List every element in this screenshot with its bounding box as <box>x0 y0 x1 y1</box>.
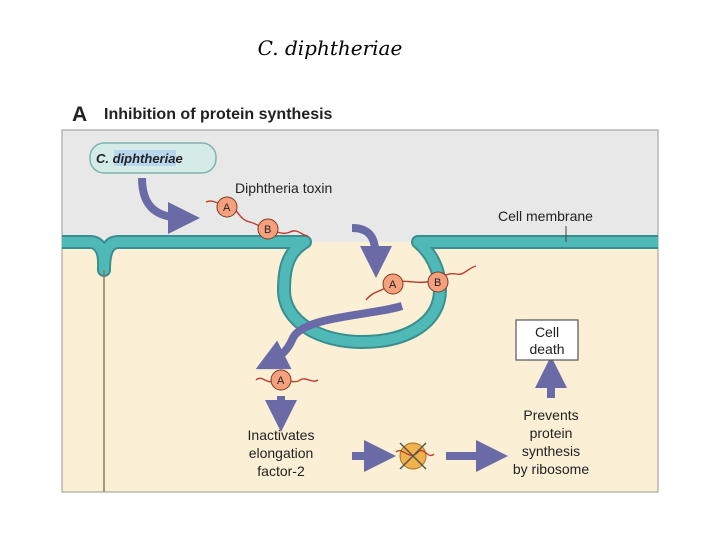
inactivates-line2: elongation <box>249 445 314 461</box>
toxin-chain-vesicle <box>365 265 477 301</box>
panel-border <box>61 129 659 493</box>
cell-death-line2: death <box>529 341 564 357</box>
arrow-translocation <box>255 302 404 370</box>
prevents-line2: protein <box>530 425 573 441</box>
block-cross-2 <box>399 442 427 470</box>
prevents-line4: by ribosome <box>513 461 589 477</box>
subunit-b-vesicle <box>427 271 449 293</box>
cell-death-box <box>515 319 579 361</box>
bacterium-highlight <box>114 150 176 166</box>
subunit-a-vesicle <box>382 273 404 295</box>
inactivates-line3: factor-2 <box>257 463 305 479</box>
subunit-a-outside <box>216 196 238 218</box>
subunit-a-cytoplasm-label: A <box>277 375 285 387</box>
bacterium-label: C. diphtheriae <box>96 151 183 166</box>
panel-letter: A <box>72 103 88 126</box>
subunit-b-vesicle-label: B <box>434 277 441 289</box>
panel-title: Inhibition of protein synthesis <box>104 106 333 123</box>
slide-title: C. diphtheriae <box>257 36 403 60</box>
cell-death-line1: Cell <box>535 324 559 340</box>
subunit-b-outside-label: B <box>264 224 271 236</box>
subunit-a-cytoplasm <box>270 369 292 391</box>
toxin-label: Diphtheria toxin <box>235 180 332 196</box>
subunit-a-outside-label: A <box>223 202 231 214</box>
subunit-b-outside <box>257 218 279 240</box>
prevents-line1: Prevents <box>523 407 578 423</box>
subunit-a-vesicle-label: A <box>389 279 397 291</box>
membrane-label: Cell membrane <box>498 208 593 224</box>
arrow-endocytosis <box>351 224 392 278</box>
inactivates-line1: Inactivates <box>248 427 315 443</box>
prevents-line3: synthesis <box>522 443 580 459</box>
arrow-secretion <box>138 177 200 234</box>
